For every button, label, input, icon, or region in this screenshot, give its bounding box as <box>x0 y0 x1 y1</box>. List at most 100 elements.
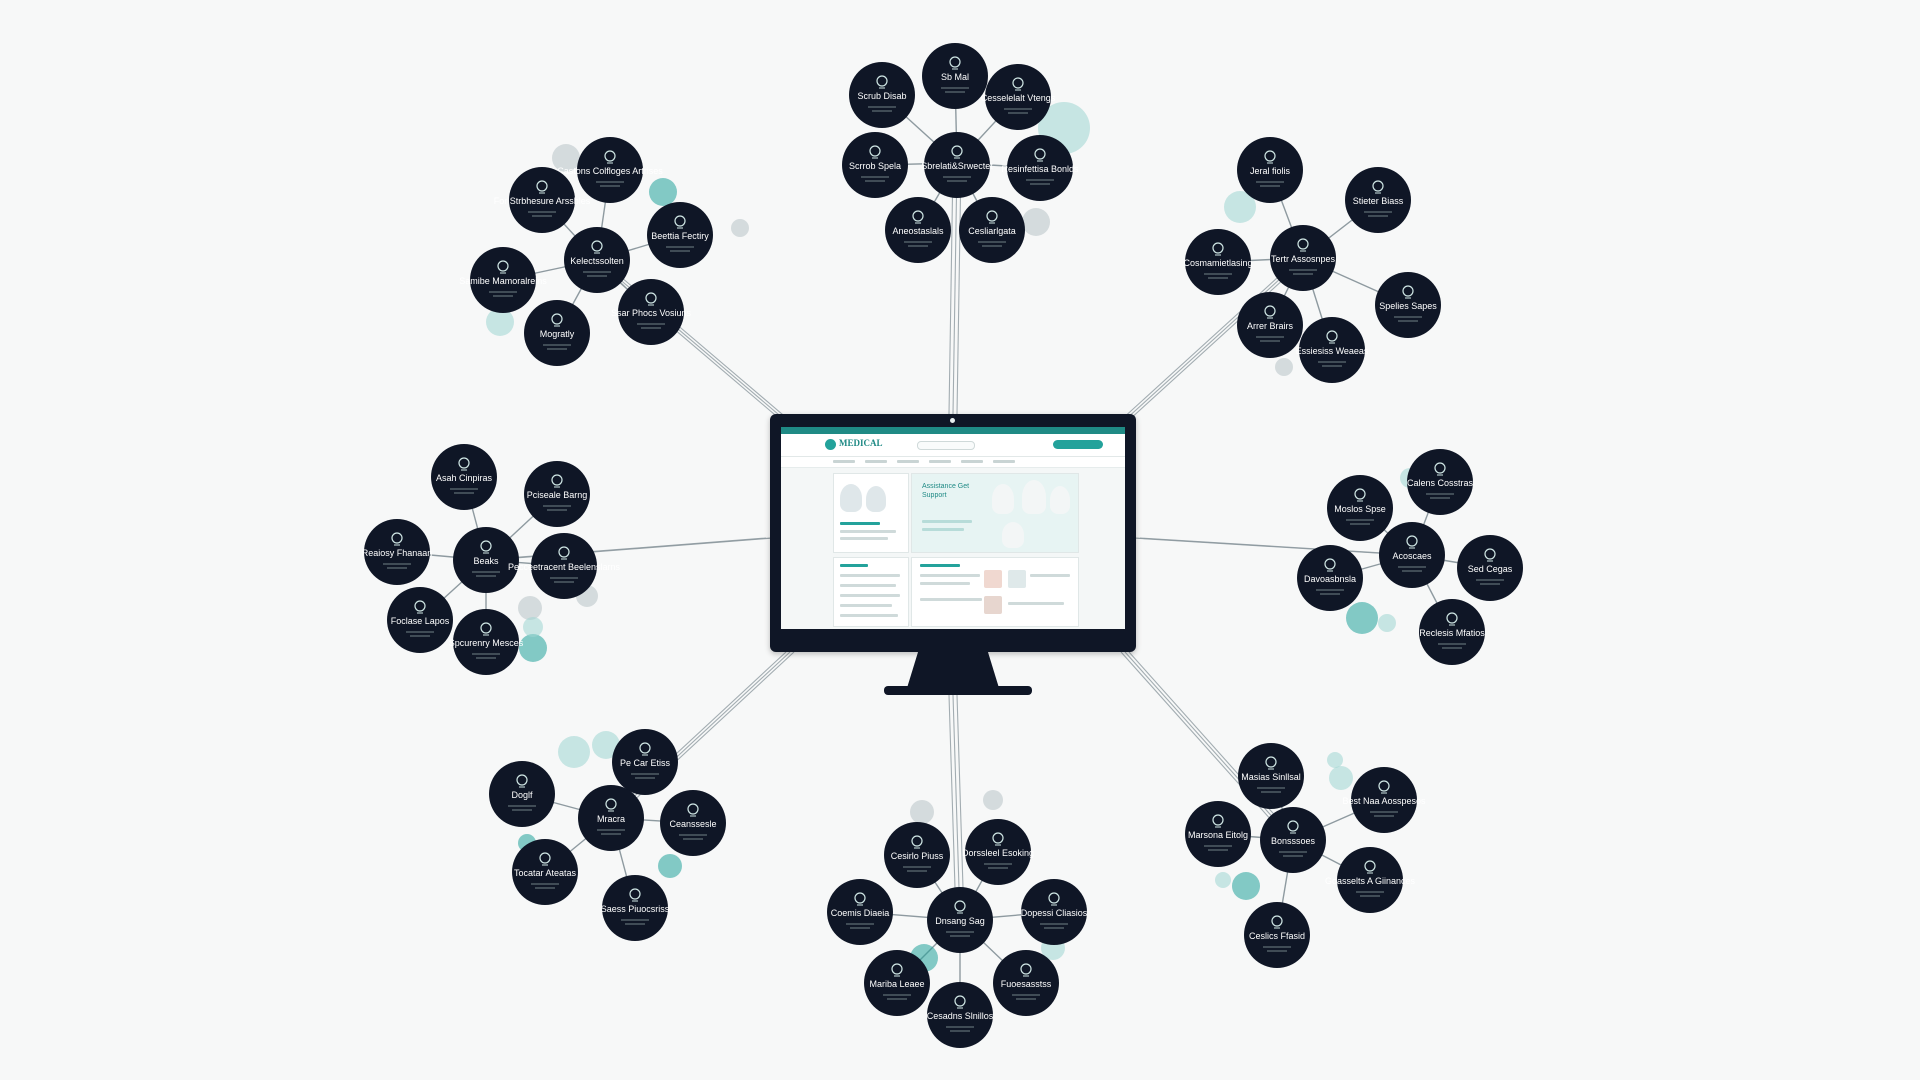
syringe-icon <box>1402 285 1414 299</box>
accent-bubble <box>1215 872 1231 888</box>
node-circle <box>864 950 930 1016</box>
node-title: Resinfettisa Bonlds <box>1001 164 1079 174</box>
node-title: Pciseale Barng <box>527 490 588 500</box>
calculator-icon <box>1406 535 1418 549</box>
node-lower-left-1: Doglf <box>489 761 555 827</box>
node-title: Arrer Brairs <box>1247 321 1294 331</box>
node-upper-right-4: Spelies Sapes <box>1375 272 1441 338</box>
node-title: Saess Piuocsriss <box>601 904 670 914</box>
node-title: Sbrelati&Srwectet <box>921 161 993 171</box>
node-title: Mracra <box>597 814 625 824</box>
node-upper-left-3: Beettia Fectiry <box>647 202 713 268</box>
node-title: Cesadns Slnillos <box>927 1011 994 1021</box>
screen-topbar <box>781 427 1125 434</box>
node-title: Acoscaes <box>1392 551 1432 561</box>
node-title: Mariba Leaee <box>869 979 924 989</box>
shield-icon <box>954 900 966 914</box>
accent-bubble <box>658 854 682 878</box>
node-circle <box>1185 801 1251 867</box>
tent-icon <box>458 457 470 471</box>
website-screen: MEDICAL Assistance Get Support <box>781 427 1125 629</box>
node-title: Kelectssolten <box>570 256 624 266</box>
tent-icon <box>854 892 866 906</box>
node-circle <box>1407 449 1473 515</box>
node-circle <box>924 132 990 198</box>
node-title: Bonsssoes <box>1271 836 1316 846</box>
network-icon <box>1297 238 1309 252</box>
accent-bubble <box>1346 602 1378 634</box>
accent-bubble <box>552 144 580 172</box>
central-monitor: MEDICAL Assistance Get Support <box>770 414 1136 652</box>
node-title: Davoasbnsla <box>1304 574 1356 584</box>
accent-bubble <box>1327 752 1343 768</box>
node-title: Reclesis Mfatios <box>1419 628 1485 638</box>
node-title: Ceanssesle <box>669 819 716 829</box>
bag-icon <box>551 474 563 488</box>
connector-line <box>1139 537 1417 556</box>
globe-icon <box>539 852 551 866</box>
document-icon <box>911 835 923 849</box>
globe-icon <box>1326 330 1338 344</box>
node-upper-right-6: Essiesiss Weaeas <box>1296 317 1369 383</box>
accent-bubble <box>1022 208 1050 236</box>
node-circle <box>1351 767 1417 833</box>
hospital-icon <box>1012 77 1024 91</box>
screen-side-card <box>833 473 909 553</box>
node-lower-left-5: Saess Piuocsriss <box>601 875 670 941</box>
node-lower-left-2: Mracra <box>578 785 644 851</box>
node-left-2: Reaiosy Fhanaan <box>362 519 432 585</box>
node-upper-right-3: Tertr Assosnpes <box>1270 225 1336 291</box>
node-circle <box>489 761 555 827</box>
node-title: Calens Cosstras <box>1407 478 1474 488</box>
node-bottom-4: Dopessi Cliasios <box>1021 879 1088 945</box>
connector-line <box>952 162 958 415</box>
node-upper-left-1: For Strbhesure Arssbles <box>494 167 591 233</box>
node-title: Tocatar Ateatas <box>514 868 577 878</box>
node-circle <box>431 444 497 510</box>
node-circle <box>885 197 951 263</box>
node-title: Stieter Biass <box>1353 196 1404 206</box>
node-title: Aneostaslals <box>892 226 944 236</box>
pin-icon <box>604 150 616 164</box>
node-title: Spcurenry Mesces <box>449 638 524 648</box>
node-circle <box>1270 225 1336 291</box>
node-circle <box>1237 292 1303 358</box>
node-circle <box>922 43 988 109</box>
node-circle <box>453 609 519 675</box>
caduceus-icon <box>876 75 888 89</box>
node-circle <box>1297 545 1363 611</box>
node-circle <box>985 64 1051 130</box>
node-title: Cosmamietlasing <box>1183 258 1252 268</box>
node-circle <box>965 819 1031 885</box>
microscope-icon <box>645 292 657 306</box>
globe-icon <box>1271 915 1283 929</box>
house-icon <box>1434 462 1446 476</box>
monitor-stand <box>907 652 999 688</box>
connector-line <box>956 694 965 921</box>
node-lower-right-4: Goasselts A Giinances <box>1325 847 1416 913</box>
accent-bubble <box>558 736 590 768</box>
connector-line <box>948 694 957 921</box>
node-circle <box>1379 522 1445 588</box>
node-lower-left-0: Pe Car Etiss <box>612 729 678 795</box>
node-bottom-5: Mariba Leaee <box>864 950 930 1016</box>
node-upper-left-6: Ssar Phocs Vosiuns <box>611 279 692 345</box>
briefcase-icon <box>1364 860 1376 874</box>
node-bottom-3: Dnsang Sag <box>927 887 993 953</box>
node-title: Sb Mal <box>941 72 969 82</box>
node-right-2: Acoscaes <box>1379 522 1445 588</box>
node-circle <box>564 227 630 293</box>
node-title: Cesselelalt Vtengs <box>981 93 1056 103</box>
node-title: Beaks <box>473 556 499 566</box>
screen-logo-text: MEDICAL <box>839 438 883 448</box>
node-top-0: Sb Mal <box>922 43 988 109</box>
node-title: Castons Colfloges Artrises <box>557 166 663 176</box>
doctor-icon <box>536 180 548 194</box>
node-title: Best Naa Aosspesos <box>1342 796 1426 806</box>
node-right-0: Calens Cosstras <box>1407 449 1474 515</box>
node-title: Scrub Disab <box>857 91 906 101</box>
node-circle <box>364 519 430 585</box>
clinic-icon <box>1034 148 1046 162</box>
